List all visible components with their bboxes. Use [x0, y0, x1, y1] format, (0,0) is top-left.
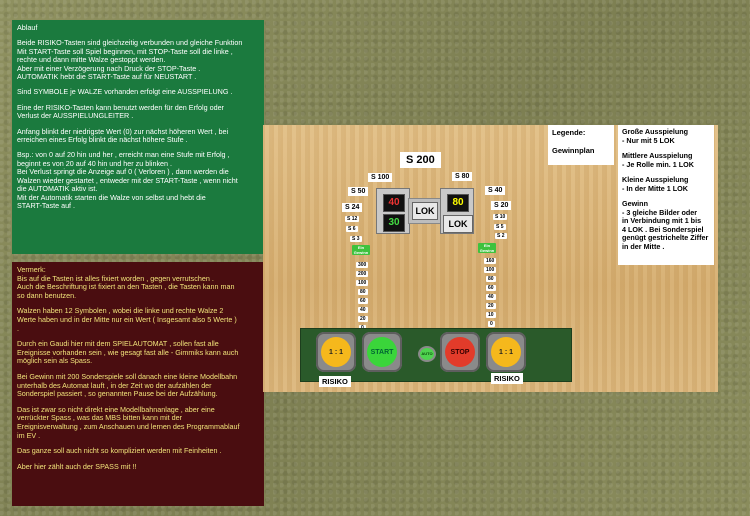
risiko-label-left: RISIKO — [319, 376, 351, 387]
start-button-cap[interactable]: START — [367, 337, 397, 367]
info-text: Gewinn - 3 gleiche Bilder oder in Verbin… — [622, 199, 709, 251]
ladder-left-step: 100 — [356, 280, 369, 286]
ladder-right-step: 80 — [486, 276, 496, 282]
risiko-button-left[interactable]: 1 : 1 — [316, 332, 356, 372]
win-lamp-left: Ein Gewinn — [352, 245, 370, 255]
auto-button[interactable]: AUTO — [418, 346, 436, 362]
ablauf-text: Eine der RISIKO-Tasten kann benutzt werd… — [17, 102, 224, 121]
ladder-left-step: 200 — [356, 271, 369, 277]
ladder-right-step: 10 — [486, 312, 496, 318]
ladder-left-step: 300 — [356, 262, 369, 268]
label-s50: S 50 — [348, 187, 369, 196]
ladder-right-step: 160 — [484, 258, 497, 264]
vermerk-text: Walzen haben 12 Symbolen , wobei die lin… — [17, 306, 237, 333]
vermerk-panel: Vermerk: Bis auf die Tasten ist alles fi… — [12, 262, 264, 506]
ablauf-text: Beide RISIKO-Tasten sind gleichzeitig ve… — [17, 38, 243, 82]
label-s6: S 6 — [346, 226, 358, 232]
ladder-right-step: 60 — [486, 285, 496, 291]
ladder-left-step: 40 — [358, 307, 368, 313]
label-s40: S 40 — [485, 186, 506, 195]
label-s20: S 20 — [491, 201, 512, 210]
info-text: Kleine Ausspielung - In der Mitte 1 LOK — [622, 175, 689, 193]
legend-title: Legende: — [552, 128, 586, 137]
reel-right-top-value: 80 — [447, 194, 469, 212]
info-text: Mittlere Ausspielung - Je Rolle min. 1 L… — [622, 151, 694, 169]
reel-right: 80 LOK — [440, 188, 474, 234]
ladder-right-step: 100 — [484, 267, 497, 273]
risiko-button-right-cap[interactable]: 1 : 1 — [491, 337, 521, 367]
vermerk-text: Das ist zwar so nicht direkt eine Modell… — [17, 404, 240, 440]
info-text: Große Ausspielung - Nur mit 5 LOK — [622, 127, 689, 145]
label-s10: S 10 — [493, 214, 508, 220]
reel-middle-value: LOK — [412, 202, 438, 220]
ablauf-text: Anfang blinkt der niedrigste Wert (0) zu… — [17, 126, 229, 145]
label-s80: S 80 — [452, 172, 473, 181]
start-button[interactable]: START — [362, 332, 402, 372]
gewinnplan-info: Große Ausspielung - Nur mit 5 LOK Mittle… — [618, 125, 714, 265]
ablauf-text: Bsp.: von 0 auf 20 hin und her , erreich… — [17, 150, 238, 210]
ablauf-panel: Ablauf Beide RISIKO-Tasten sind gleichze… — [12, 20, 264, 254]
reel-right-bottom-value: LOK — [443, 215, 473, 233]
ladder-right-step: 0 — [488, 321, 495, 327]
ladder-left-step: 80 — [358, 289, 368, 295]
reel-middle: LOK — [408, 198, 442, 224]
risiko-button-right[interactable]: 1 : 1 — [486, 332, 526, 372]
win-lamp-right: Ein Gewinn — [478, 243, 496, 253]
vermerk-text: Bei Gewinn mit 200 Sonderspiele soll dan… — [17, 371, 238, 399]
label-s5: S 5 — [494, 224, 506, 230]
stop-button[interactable]: STOP — [440, 332, 480, 372]
ablauf-title: Ablauf — [17, 23, 38, 32]
reel-left-bottom-value: 30 — [383, 214, 405, 232]
ablauf-text: Sind SYMBOLE je WALZE vorhanden erfolgt … — [17, 87, 233, 97]
vermerk-text: Vermerk: Bis auf die Tasten ist alles fi… — [17, 265, 235, 300]
ladder-left-step: 60 — [358, 298, 368, 304]
ladder-left-step: 20 — [358, 316, 368, 322]
legend-gewinnplan: Gewinnplan — [552, 146, 595, 155]
reel-left-top-value: 40 — [383, 194, 405, 212]
label-s2: S 2 — [495, 233, 507, 239]
stop-button-cap[interactable]: STOP — [445, 337, 475, 367]
risiko-label-right: RISIKO — [491, 373, 523, 384]
ladder-right-step: 20 — [486, 303, 496, 309]
label-s100: S 100 — [368, 173, 393, 182]
risiko-button-left-cap[interactable]: 1 : 1 — [321, 337, 351, 367]
label-s24: S 24 — [342, 203, 363, 212]
label-s200: S 200 — [400, 152, 441, 168]
vermerk-text: Durch ein Gaudi hier mit dem SPIELAUTOMA… — [17, 339, 239, 366]
vermerk-text: Aber hier zählt auch der SPASS mit !! — [17, 461, 137, 471]
label-s12: S 12 — [345, 216, 360, 222]
ladder-right-step: 40 — [486, 294, 496, 300]
label-s3: S 3 — [350, 236, 362, 242]
reel-left: 40 30 — [376, 188, 410, 234]
legend-box: Legende: Gewinnplan — [548, 125, 614, 165]
vermerk-text: Das ganze soll auch nicht so kompliziert… — [17, 446, 222, 456]
